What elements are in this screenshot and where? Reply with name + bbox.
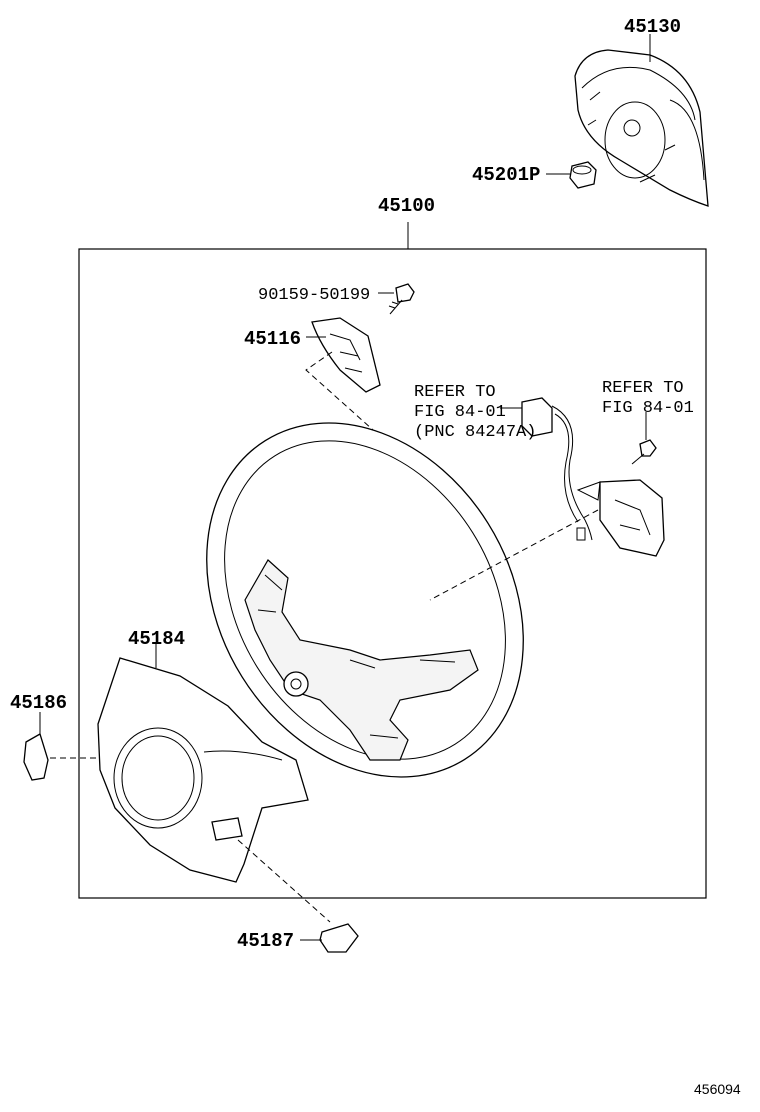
label-45187: 45187 (237, 930, 294, 952)
screw-right[interactable] (631, 439, 657, 465)
screw-90159-50199[interactable] (388, 283, 415, 315)
steering-wheel-45100[interactable] (142, 364, 587, 837)
assembly-frame (78, 248, 707, 899)
label-90159-50199: 90159-50199 (258, 286, 370, 305)
label-45116: 45116 (244, 328, 301, 350)
label-refer-right-line2: FIG 84-01 (602, 399, 694, 418)
switch-45116[interactable] (311, 317, 381, 393)
label-refer-left-line2: FIG 84-01 (414, 403, 506, 422)
label-45130: 45130 (624, 16, 681, 38)
label-45186: 45186 (10, 692, 67, 714)
nut-45201p[interactable] (569, 161, 597, 189)
dashed-line-right-switch (429, 509, 599, 601)
label-refer-right-line1: REFER TO (602, 379, 684, 398)
switch-right[interactable] (576, 479, 665, 557)
wire-harness[interactable] (521, 397, 593, 541)
label-refer-left-line3: (PNC 84247A) (414, 423, 536, 442)
label-45100: 45100 (378, 195, 435, 217)
cover-45184[interactable] (97, 657, 309, 883)
label-refer-left-line1: REFER TO (414, 383, 496, 402)
airbag-pad-45130[interactable] (574, 49, 709, 207)
label-45201p: 45201P (472, 164, 540, 186)
cap-45187[interactable] (319, 923, 359, 953)
dashed-line-45187 (237, 839, 331, 923)
cap-45186[interactable] (23, 733, 49, 781)
figure-id: 456094 (694, 1081, 741, 1097)
label-45184: 45184 (128, 628, 185, 650)
